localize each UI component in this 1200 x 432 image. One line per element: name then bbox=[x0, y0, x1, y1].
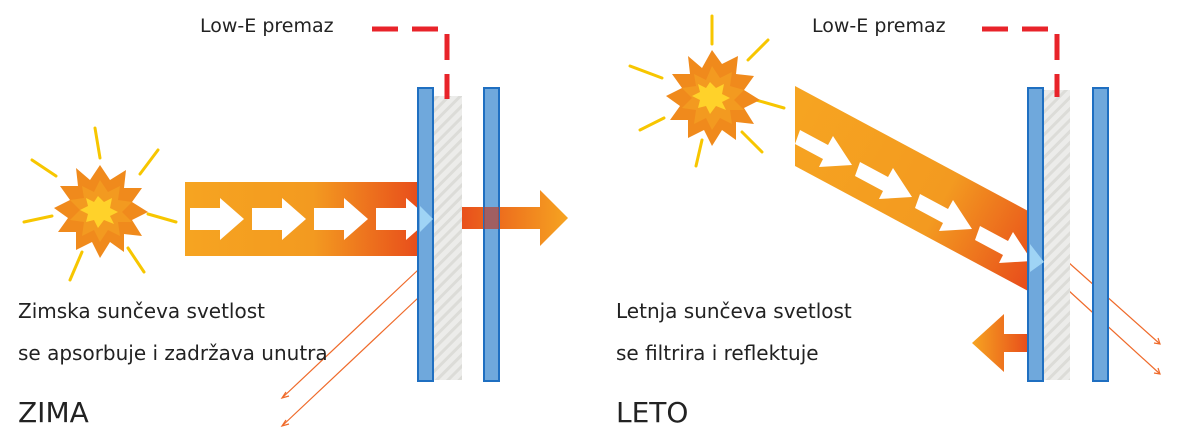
arrow-right-icon bbox=[190, 198, 430, 240]
outer-glass-pane bbox=[417, 87, 434, 382]
summer-description-line1: Letnja sunčeva svetlost bbox=[616, 299, 852, 323]
low-e-coating-marker bbox=[372, 26, 450, 99]
arrow-right-icon bbox=[795, 130, 1032, 263]
transmitted-arrow-overlap bbox=[484, 207, 499, 229]
summer-coating-label: Low-E premaz bbox=[812, 15, 946, 37]
reflected-heat-arrow bbox=[972, 314, 1028, 372]
filtered-rays bbox=[1067, 261, 1161, 375]
summer-panel bbox=[628, 14, 1161, 382]
inner-glass-pane bbox=[483, 87, 500, 382]
incoming-light-beam bbox=[795, 86, 1030, 292]
summer-description-line2: se filtrira i reflektuje bbox=[616, 341, 819, 365]
outer-glass-pane bbox=[1027, 87, 1044, 382]
beam-tip bbox=[420, 206, 433, 232]
sun-icon bbox=[22, 126, 178, 282]
transmitted-heat-arrow bbox=[460, 190, 568, 246]
summer-season-label: LETO bbox=[616, 396, 689, 429]
winter-description-line1: Zimska sunčeva svetlost bbox=[18, 299, 265, 323]
winter-panel bbox=[22, 26, 568, 428]
sun-icon bbox=[628, 14, 786, 168]
beam-tip bbox=[1030, 244, 1044, 272]
inner-glass-pane bbox=[1092, 87, 1109, 382]
winter-season-label: ZIMA bbox=[18, 396, 89, 429]
inner-coated-layer bbox=[432, 96, 462, 380]
low-e-coating-marker bbox=[982, 26, 1060, 97]
inner-coated-layer bbox=[1042, 90, 1070, 380]
winter-description-line2: se apsorbuje i zadržava unutra bbox=[18, 341, 328, 365]
reflected-rays bbox=[280, 269, 419, 428]
winter-coating-label: Low-E premaz bbox=[200, 15, 334, 37]
